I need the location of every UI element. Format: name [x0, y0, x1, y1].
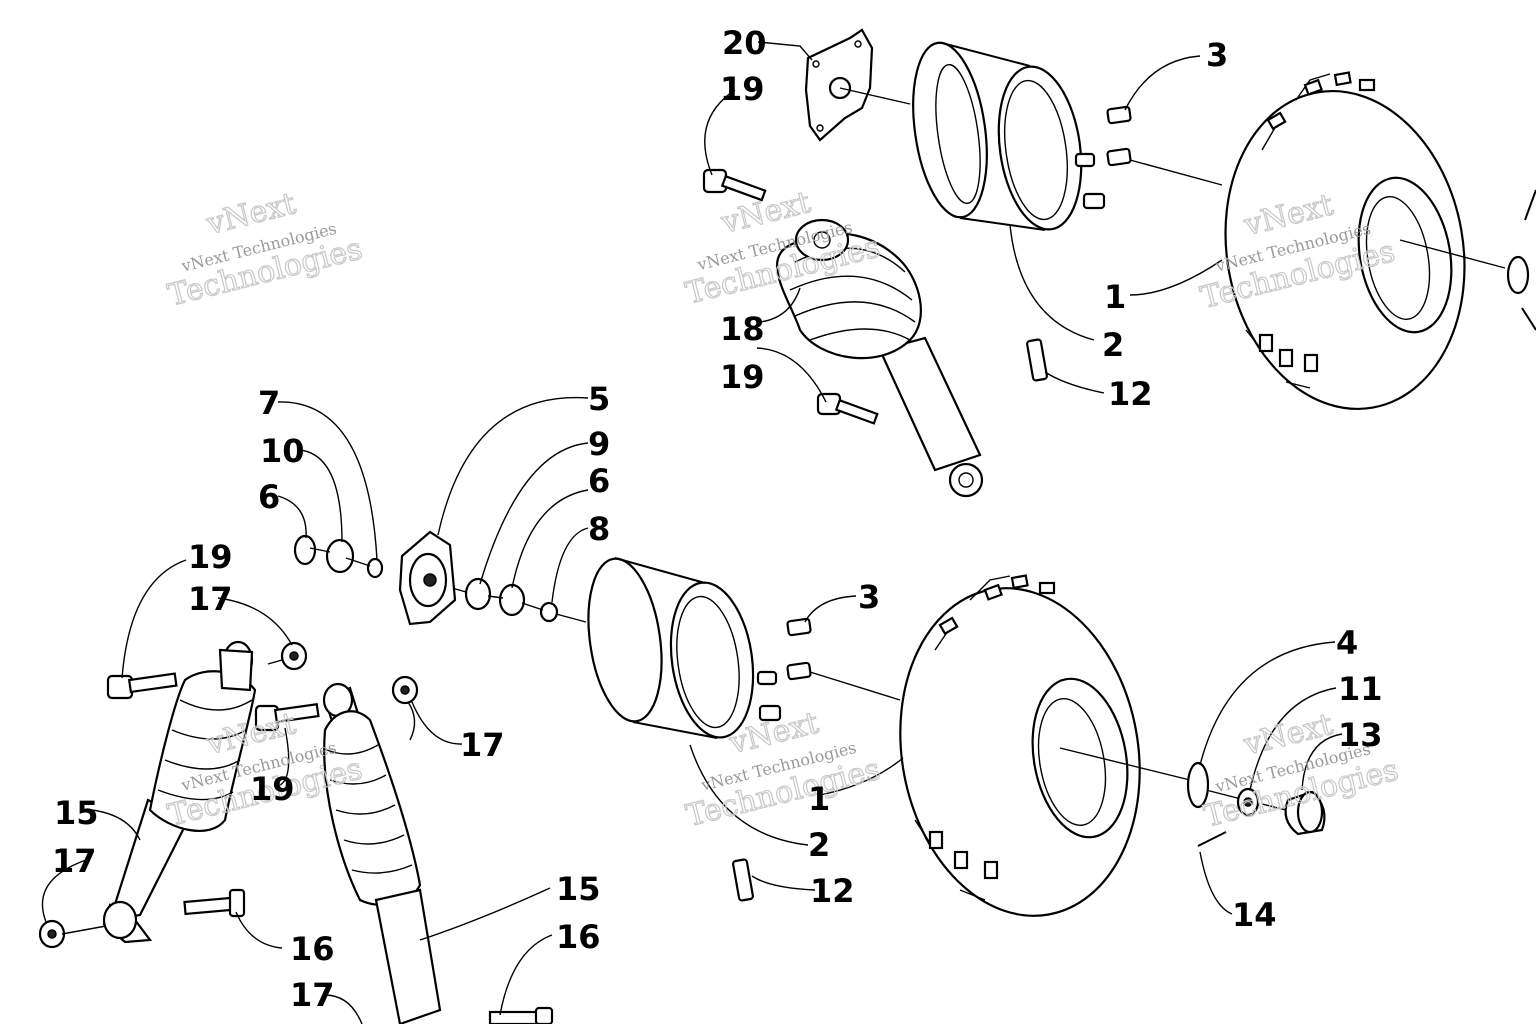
axle-line-upper-right — [1399, 239, 1506, 269]
callout-14: 14 — [1232, 896, 1277, 934]
callout-1: 1 — [808, 780, 830, 818]
callout-11: 11 — [1338, 670, 1383, 708]
callout-19: 19 — [250, 770, 295, 808]
callout-18: 18 — [720, 310, 765, 348]
callout-labels: 20 19 3 1 2 12 18 19 5 9 6 8 7 10 6 19 1… — [52, 24, 1383, 1014]
part-20-bracket-plate — [804, 28, 874, 142]
part-19-bolt-right — [254, 702, 320, 732]
part-17-nut-right-top — [391, 675, 419, 705]
part-12-valve-stem-lower — [732, 858, 754, 902]
callout-17: 17 — [290, 976, 335, 1014]
part-12-valve-stem-upper — [1026, 338, 1048, 382]
callout-6: 6 — [588, 462, 610, 500]
callout-17: 17 — [460, 726, 505, 764]
callout-2: 2 — [808, 826, 830, 864]
callout-12: 12 — [810, 872, 855, 910]
part-3-lug-bolts-upper — [1074, 105, 1132, 210]
axle-line-upper-mid — [1129, 159, 1223, 186]
callout-15: 15 — [556, 870, 601, 908]
washer-upper-right — [1506, 255, 1530, 295]
callout-13: 13 — [1338, 716, 1383, 754]
callout-7: 7 — [258, 384, 280, 422]
part-2-wheel-rim-upper — [912, 41, 1083, 231]
callout-15: 15 — [54, 794, 99, 832]
part-3-lug-bolts-lower — [756, 617, 812, 722]
part-1-tire-upper — [1224, 71, 1466, 410]
part-17-nut-left-top — [280, 641, 308, 671]
part-14-cotter-pin — [1197, 831, 1227, 847]
part-19-bolt-left — [106, 672, 178, 700]
callout-5: 5 — [588, 380, 610, 418]
callout-1: 1 — [1104, 278, 1126, 316]
callout-16: 16 — [556, 918, 601, 956]
callout-3: 3 — [1206, 36, 1228, 74]
callout-9: 9 — [588, 425, 610, 463]
callout-19: 19 — [720, 70, 765, 108]
assembly-lines-left — [61, 659, 283, 935]
bearing-stack — [293, 534, 587, 623]
callout-12: 12 — [1108, 375, 1153, 413]
callout-17: 17 — [188, 580, 233, 618]
axle-line-lower-mid — [809, 671, 901, 701]
callout-3: 3 — [858, 578, 880, 616]
callout-2: 2 — [1102, 326, 1124, 364]
callout-19: 19 — [720, 358, 765, 396]
leader-lines — [41, 41, 1343, 1024]
part-11-nut — [1236, 787, 1260, 817]
callout-6: 6 — [258, 478, 280, 516]
part-5-hub — [398, 530, 457, 626]
part-2-wheel-rim-lower — [587, 557, 755, 739]
part-16-bolt-left — [183, 888, 246, 918]
cropped-tire-edge — [1521, 189, 1536, 331]
callout-17: 17 — [52, 842, 97, 880]
part-15-shock-absorber-left — [102, 640, 257, 944]
part-18-shock-absorber — [776, 218, 984, 498]
part-17-nut-left-bottom — [38, 919, 66, 949]
part-4-washer — [1186, 761, 1210, 809]
callout-8: 8 — [588, 510, 610, 548]
callout-10: 10 — [260, 432, 305, 470]
callout-16: 16 — [290, 930, 335, 968]
callout-19: 19 — [188, 538, 233, 576]
watermark-upper-left: vNext vNext Technologies Technologies — [164, 186, 366, 314]
callout-20: 20 — [722, 24, 767, 62]
part-1-tire-lower — [899, 574, 1141, 917]
part-13-cap — [1284, 790, 1326, 836]
part-15-shock-absorber-right — [322, 682, 442, 1024]
part-16-bolt-right — [488, 1006, 554, 1024]
part-19-bolt-upper-b — [816, 392, 879, 425]
part-19-bolt-upper-a — [702, 168, 767, 202]
callout-4: 4 — [1336, 624, 1358, 662]
axle-line-upper-left — [839, 87, 911, 105]
